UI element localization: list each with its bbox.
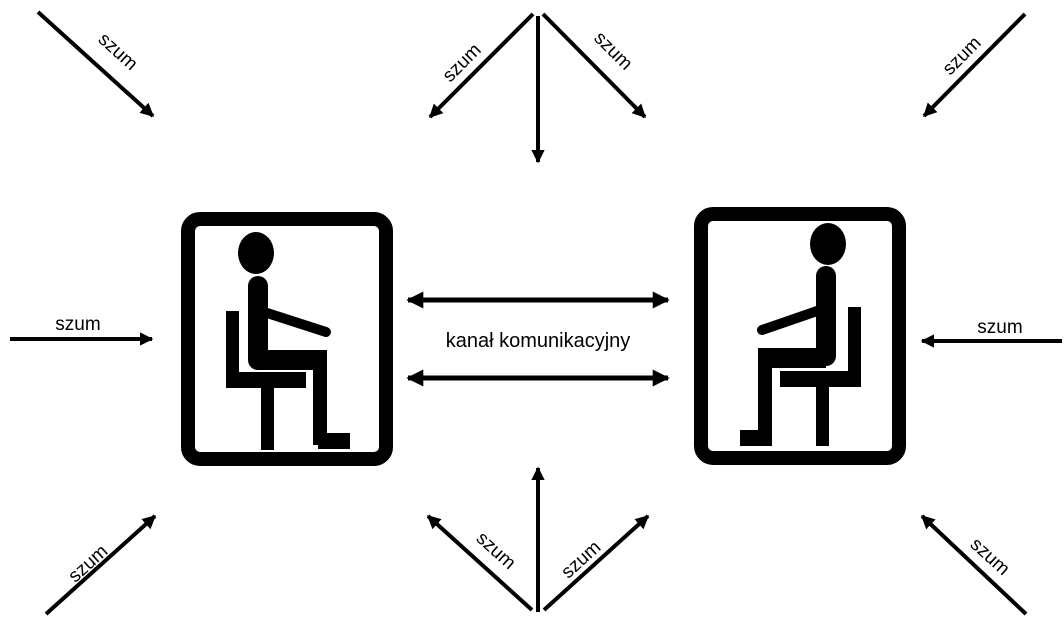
noise-label-right: szum bbox=[977, 317, 1022, 338]
noise-arrow-bottom-right bbox=[920, 514, 1028, 616]
noise-arrow-top-left bbox=[36, 10, 155, 118]
noise-label-left: szum bbox=[55, 314, 100, 335]
noise-label-top-center-left: szum bbox=[439, 40, 486, 87]
noise-label-bottom-right: szum bbox=[966, 534, 1014, 580]
channel-label: kanał komunikacyjny bbox=[446, 330, 631, 352]
communication-channel: kanał komunikacyjny bbox=[406, 291, 670, 387]
noise-label-bottom-center-left: szum bbox=[472, 528, 520, 574]
receiver-box bbox=[694, 207, 906, 465]
noise-arrow-top-center-left bbox=[428, 12, 535, 119]
noise-arrow-top-right bbox=[922, 12, 1027, 118]
noise-arrow-bottom-left bbox=[44, 514, 157, 616]
noise-arrow-top-center-right bbox=[541, 12, 647, 119]
noise-arrows bbox=[10, 10, 1062, 616]
seated-person-right-icon bbox=[740, 223, 861, 446]
noise-label-bottom-left: szum bbox=[64, 541, 112, 587]
sender-box bbox=[181, 212, 393, 466]
noise-arrow-bottom-center-right bbox=[542, 514, 650, 612]
noise-label-top-right: szum bbox=[939, 33, 986, 80]
seated-person-left-icon bbox=[226, 232, 350, 450]
noise-arrow-bottom-center-left bbox=[426, 514, 534, 612]
